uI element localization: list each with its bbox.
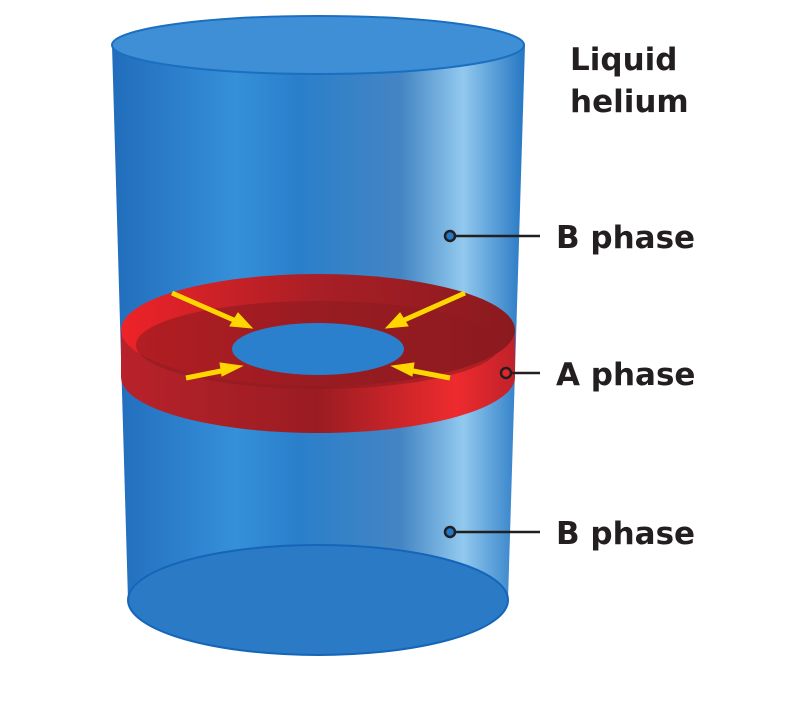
label-a-phase: A phase [556, 357, 695, 393]
ring-hole [232, 323, 404, 375]
arrow-icon [390, 362, 451, 381]
arrow-icon [185, 362, 244, 381]
title-line-2: helium [570, 84, 689, 120]
label-b-phase-lower: B phase [556, 516, 695, 552]
title-line-1: Liquid [570, 42, 677, 78]
arrow-icon [384, 290, 467, 329]
leader-lines [443, 229, 540, 539]
arrow-icon [170, 290, 254, 329]
inward-arrows [170, 290, 467, 381]
label-b-phase-upper: B phase [556, 220, 695, 256]
